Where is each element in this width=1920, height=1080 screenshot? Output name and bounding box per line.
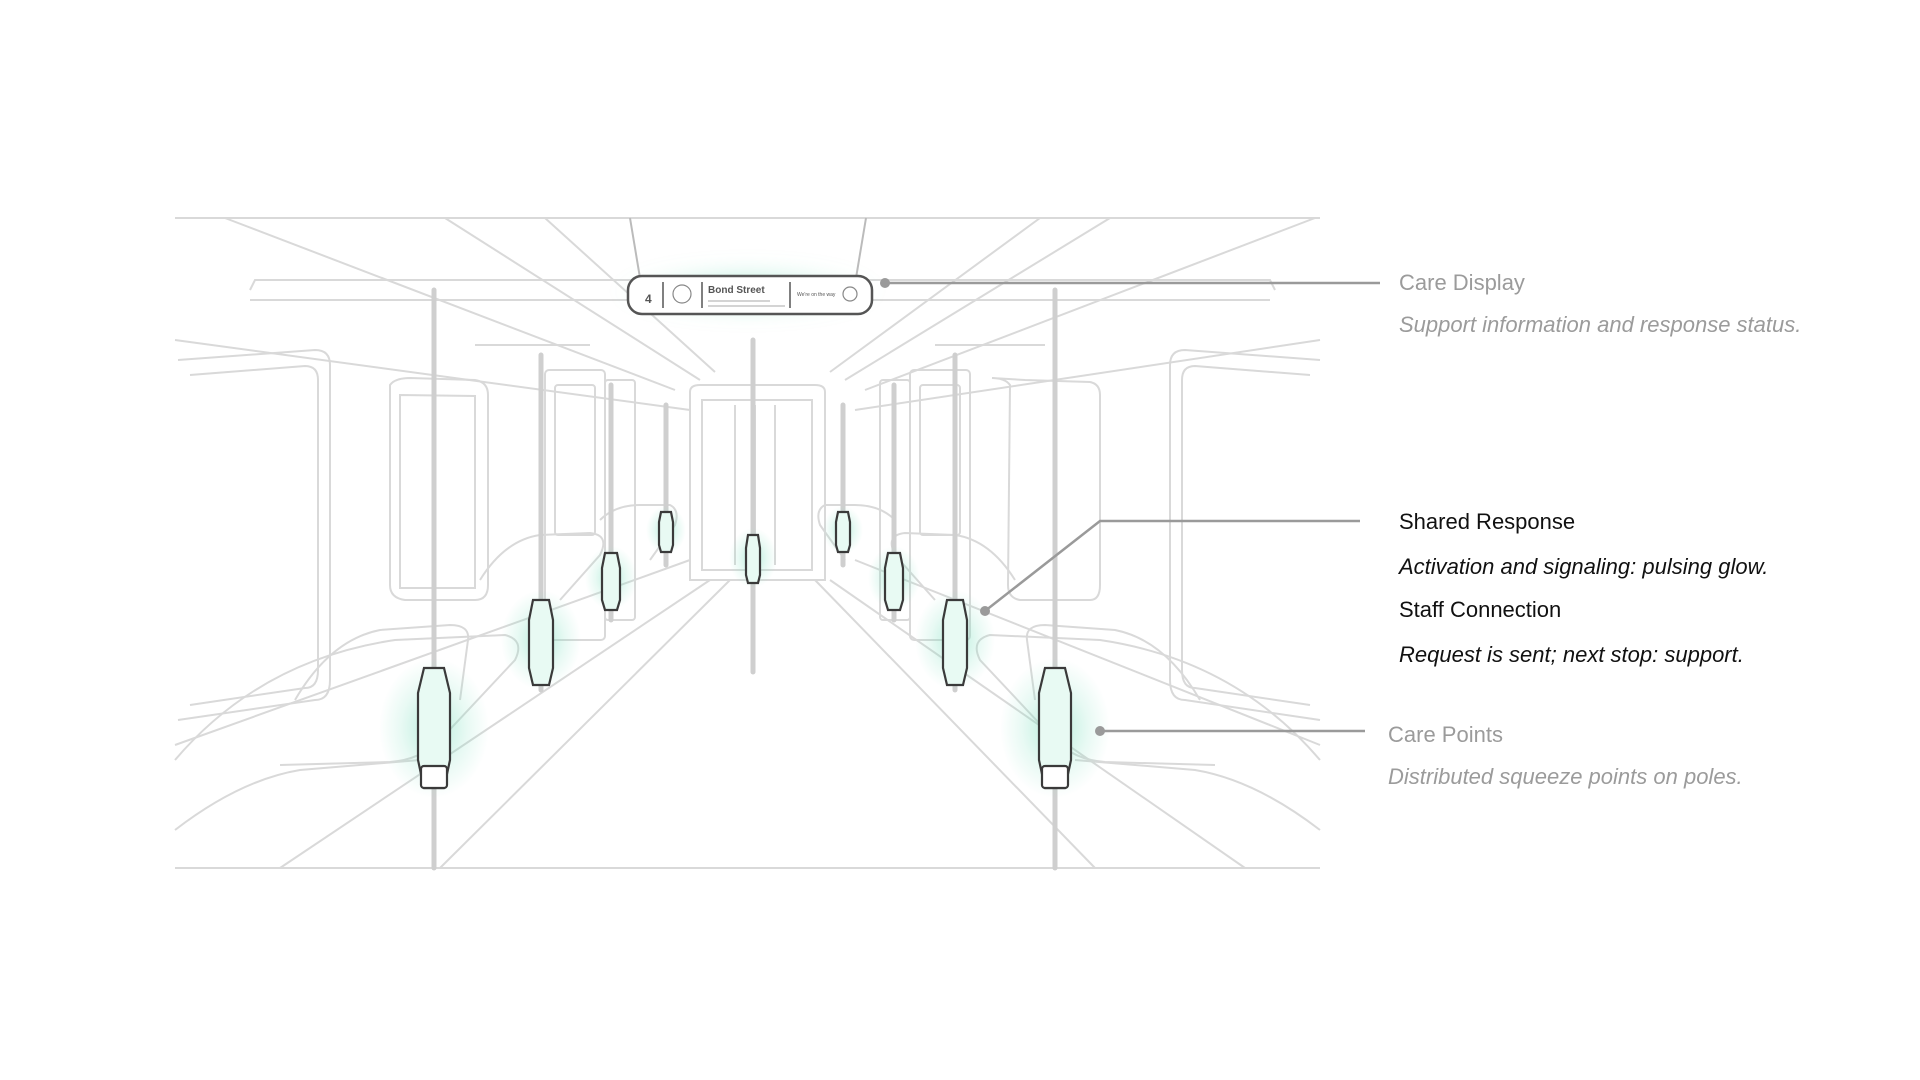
care-display-description: Support information and response status. [1399,312,1802,337]
shared-response-title: Shared Response [1399,509,1576,534]
care-display: 4 Bond Street We're on the way [615,217,880,320]
display-line-number: 4 [645,292,652,306]
display-status-tag: We're on the way [797,292,836,298]
shared-response-description: Activation and signaling: pulsing glow. [1399,554,1769,579]
care-display-title: Care Display [1399,270,1525,295]
care-point-grips [416,510,1073,790]
display-station-name: Bond Street [708,285,765,296]
staff-connection-description: Request is sent; next stop: support. [1399,642,1744,667]
staff-connection-title: Staff Connection [1399,597,1562,622]
leader-dots [880,278,1105,736]
care-points-title: Care Points [1388,722,1503,747]
care-points-description: Distributed squeeze points on poles. [1388,764,1743,789]
leader-lines [885,281,1380,733]
